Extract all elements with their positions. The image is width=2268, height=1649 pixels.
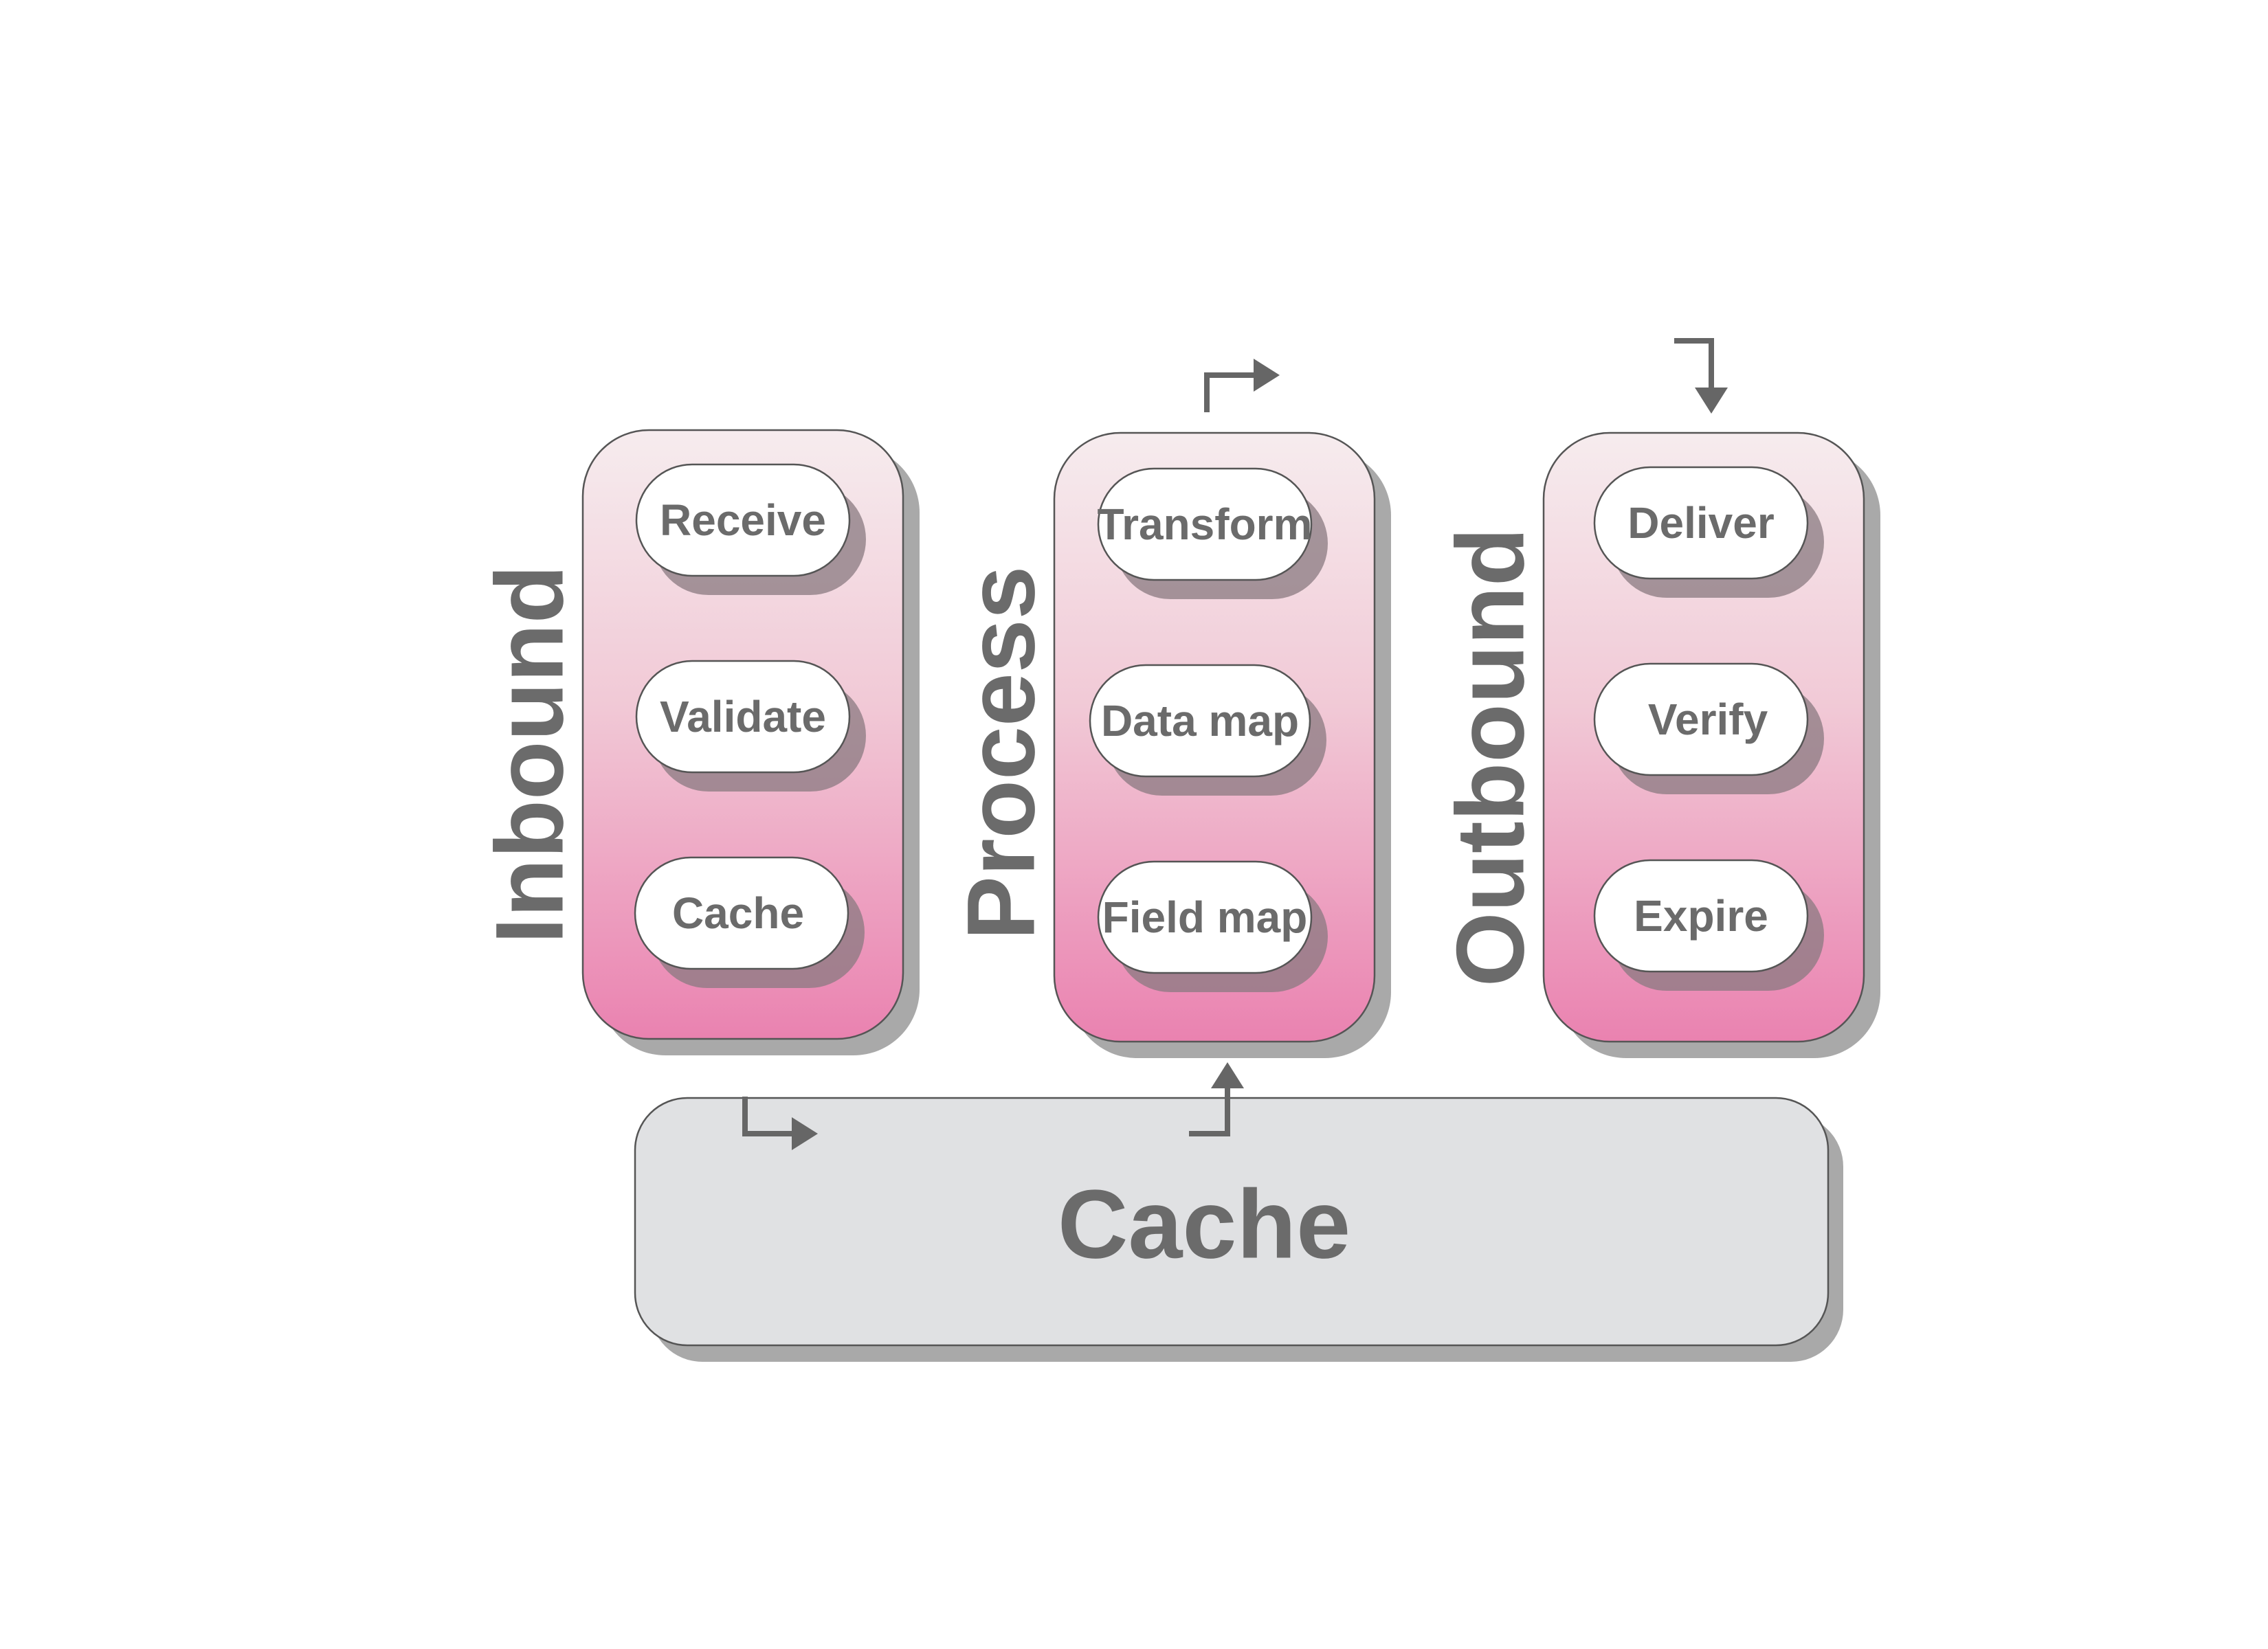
step-label: Expire	[1634, 891, 1768, 941]
stage-label: Process	[947, 566, 1055, 941]
step-label: Receive	[660, 495, 826, 545]
step-pill	[1593, 662, 1809, 776]
base-left-arrow-icon	[742, 1097, 818, 1150]
step-pill	[1593, 466, 1809, 580]
base-block: Cache	[634, 1097, 1843, 1362]
step-label: Field map	[1102, 893, 1308, 942]
stage-label: Outbound	[1436, 528, 1544, 987]
step-expire: Expire	[1593, 859, 1824, 991]
step-label: Deliver	[1627, 498, 1774, 548]
step-verify: Verify	[1593, 662, 1824, 794]
step-cache: Cache	[634, 856, 865, 988]
step-pill	[1593, 859, 1809, 973]
step-deliver: Deliver	[1593, 466, 1824, 598]
step-pill	[1097, 860, 1313, 974]
stage-outbound: Outbound Deliver Verify Expire	[1436, 431, 1880, 1058]
stage-label: Inbound	[476, 565, 583, 944]
step-pill	[635, 660, 851, 774]
base-box	[634, 1097, 1830, 1347]
base-label: Cache	[1058, 1170, 1350, 1279]
stage-inbound: Inbound Receive Validate Cache	[476, 429, 920, 1055]
step-label: Cache	[672, 888, 804, 938]
step-label: Transform	[1098, 500, 1313, 549]
step-field-map: Field map	[1097, 860, 1328, 992]
step-receive: Receive	[635, 463, 866, 595]
stages: Inbound Receive Validate Cache Process	[476, 429, 1880, 1058]
step-pill	[634, 856, 849, 970]
step-data-map: Data map	[1089, 664, 1326, 796]
base-process-arrow-icon	[1189, 1062, 1244, 1136]
step-pill	[1089, 664, 1311, 778]
outbound-top-arrow-icon	[1674, 338, 1728, 414]
step-label: Verify	[1648, 695, 1768, 744]
stage-process: Process Transform Data map Field map	[947, 431, 1391, 1058]
step-validate: Validate	[635, 660, 866, 792]
step-pill	[635, 463, 851, 577]
step-label: Data map	[1101, 696, 1299, 745]
connectors	[742, 338, 1728, 1150]
step-label: Validate	[660, 692, 826, 741]
process-top-arrow-icon	[1204, 359, 1280, 412]
step-transform: Transform	[1097, 467, 1328, 599]
step-pill	[1097, 467, 1313, 581]
